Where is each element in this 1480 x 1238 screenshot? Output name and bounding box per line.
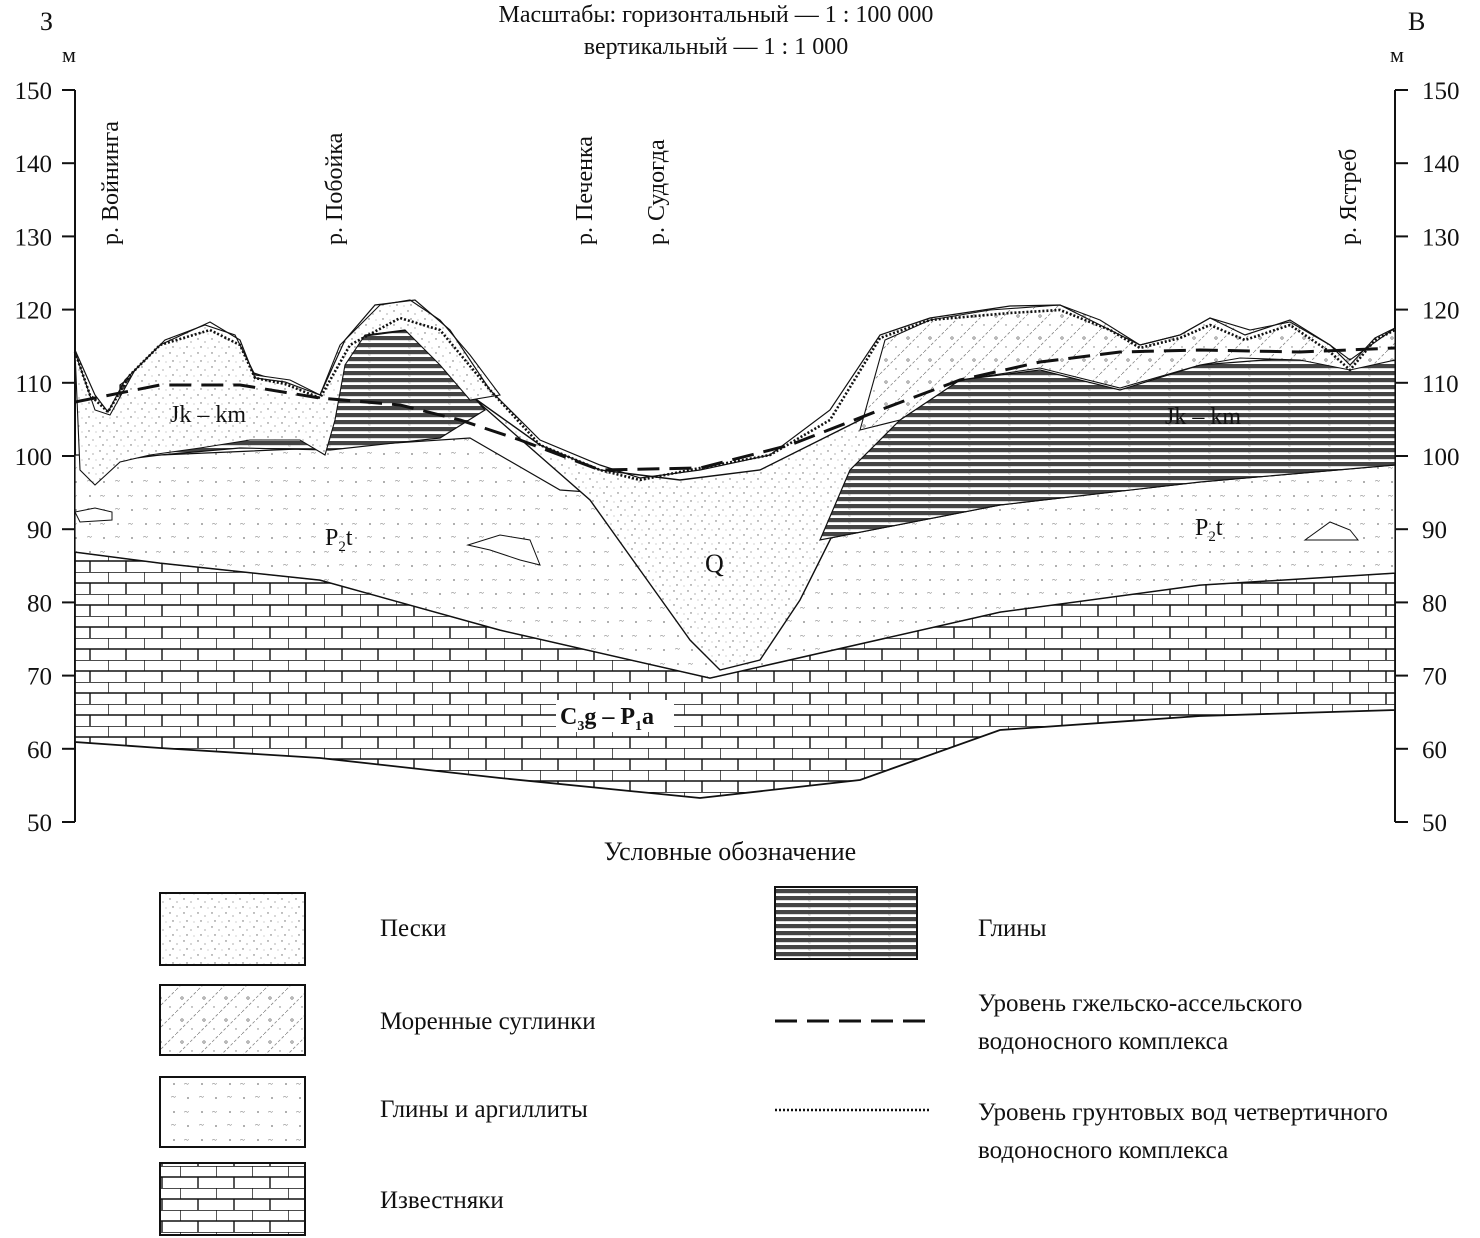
right-axis: 150 140 130 120 110 100 90 80 70 60 50 <box>1394 78 1460 837</box>
lens-right <box>1303 521 1360 541</box>
scale-horizontal-text: Масштабы: горизонтальный — 1 : 100 000 <box>499 2 934 28</box>
left-axis-tick-label: 130 <box>15 224 53 251</box>
groundwater-level-line <box>73 308 1396 482</box>
unit-label-p2t-left: P2t <box>325 525 353 555</box>
legend-label-moraine: Моренные суглинки <box>380 1008 596 1035</box>
right-axis-tick-label: 140 <box>1422 151 1460 178</box>
right-axis-tick-label: 130 <box>1422 224 1460 251</box>
right-axis-tick-label: 50 <box>1422 810 1447 837</box>
left-axis-tick-label: 120 <box>15 298 53 325</box>
left-axis-tick-label: 140 <box>15 151 53 178</box>
river-label-poboyka: р. Побойка <box>322 132 348 245</box>
left-axis-tick-label: 70 <box>27 664 52 691</box>
gzhel-asselian-level-line <box>74 346 1396 472</box>
right-axis-tick-label: 110 <box>1422 371 1459 398</box>
unit-label-jk-right: Jk – km <box>1165 404 1241 430</box>
ground-surface-line <box>74 299 1396 479</box>
east-label: В <box>1408 7 1425 36</box>
left-axis-tick-label: 80 <box>27 590 52 617</box>
section-layers <box>74 299 1396 799</box>
legend-label-argillites: Глины и аргиллиты <box>380 1096 588 1123</box>
right-axis-tick-label: 80 <box>1422 590 1447 617</box>
legend-label-limestones: Известняки <box>380 1187 504 1214</box>
legend-swatch-limestones <box>159 1162 306 1236</box>
legend-label-dashed-2: водоносного комплекса <box>978 1028 1228 1055</box>
unit-label-q: Q <box>705 549 724 578</box>
river-label-yastreb: р. Ястреб <box>1336 149 1362 245</box>
right-axis-tick-label: 150 <box>1422 78 1460 105</box>
legend-label-dotted-1: Уровень грунтовых вод четвертичного <box>978 1099 1388 1126</box>
legend-swatch-clays <box>774 886 918 960</box>
lens-left <box>74 507 113 523</box>
river-label-voyninga: р. Войнинга <box>98 121 124 245</box>
legend-label-dashed-1: Уровень гжельско-ассельского <box>978 990 1302 1017</box>
west-label: З <box>40 7 53 36</box>
lens-middle <box>466 534 541 566</box>
right-axis-tick-label: 70 <box>1422 664 1447 691</box>
left-axis-tick-label: 100 <box>15 444 53 471</box>
scale-vertical-text: вертикальный — 1 : 1 000 <box>584 34 848 60</box>
unit-label-jk-left: Jk – km <box>170 402 246 428</box>
right-axis-tick-label: 90 <box>1422 517 1447 544</box>
left-axis-tick-label: 50 <box>27 810 52 837</box>
legend-label-dotted-2: водоносного комплекса <box>978 1137 1228 1164</box>
left-axis-tick-label: 60 <box>27 737 52 764</box>
left-axis-tick-label: 150 <box>15 78 53 105</box>
river-label-sudogda: р. Судогда <box>644 139 670 245</box>
left-axis-tick-label: 90 <box>27 517 52 544</box>
right-axis-tick-label: 60 <box>1422 737 1447 764</box>
unit-label-c3g-p1a-bg <box>556 700 674 732</box>
legend-swatch-moraine <box>159 984 306 1056</box>
legend-label-clays: Глины <box>978 915 1047 942</box>
legend-title: Условные обозначение <box>604 837 856 866</box>
legend-swatch-argillites <box>159 1076 306 1148</box>
left-axis: 150 140 130 120 110 100 90 80 70 60 50 <box>15 78 76 837</box>
unit-left-label: м <box>62 42 76 67</box>
unit-label-c3g-p1a: C3g – P1a <box>560 704 654 734</box>
unit-right-label: м <box>1390 42 1404 67</box>
moraine-cap-left <box>74 299 501 486</box>
legend-swatch-sands <box>159 892 306 966</box>
right-axis-tick-label: 100 <box>1422 444 1460 471</box>
river-label-pechenka: р. Печенка <box>572 136 598 245</box>
legend-label-sands: Пески <box>380 915 446 942</box>
unit-label-p2t-right: P2t <box>1195 515 1223 545</box>
right-axis-tick-label: 120 <box>1422 298 1460 325</box>
left-axis-tick-label: 110 <box>15 371 52 398</box>
